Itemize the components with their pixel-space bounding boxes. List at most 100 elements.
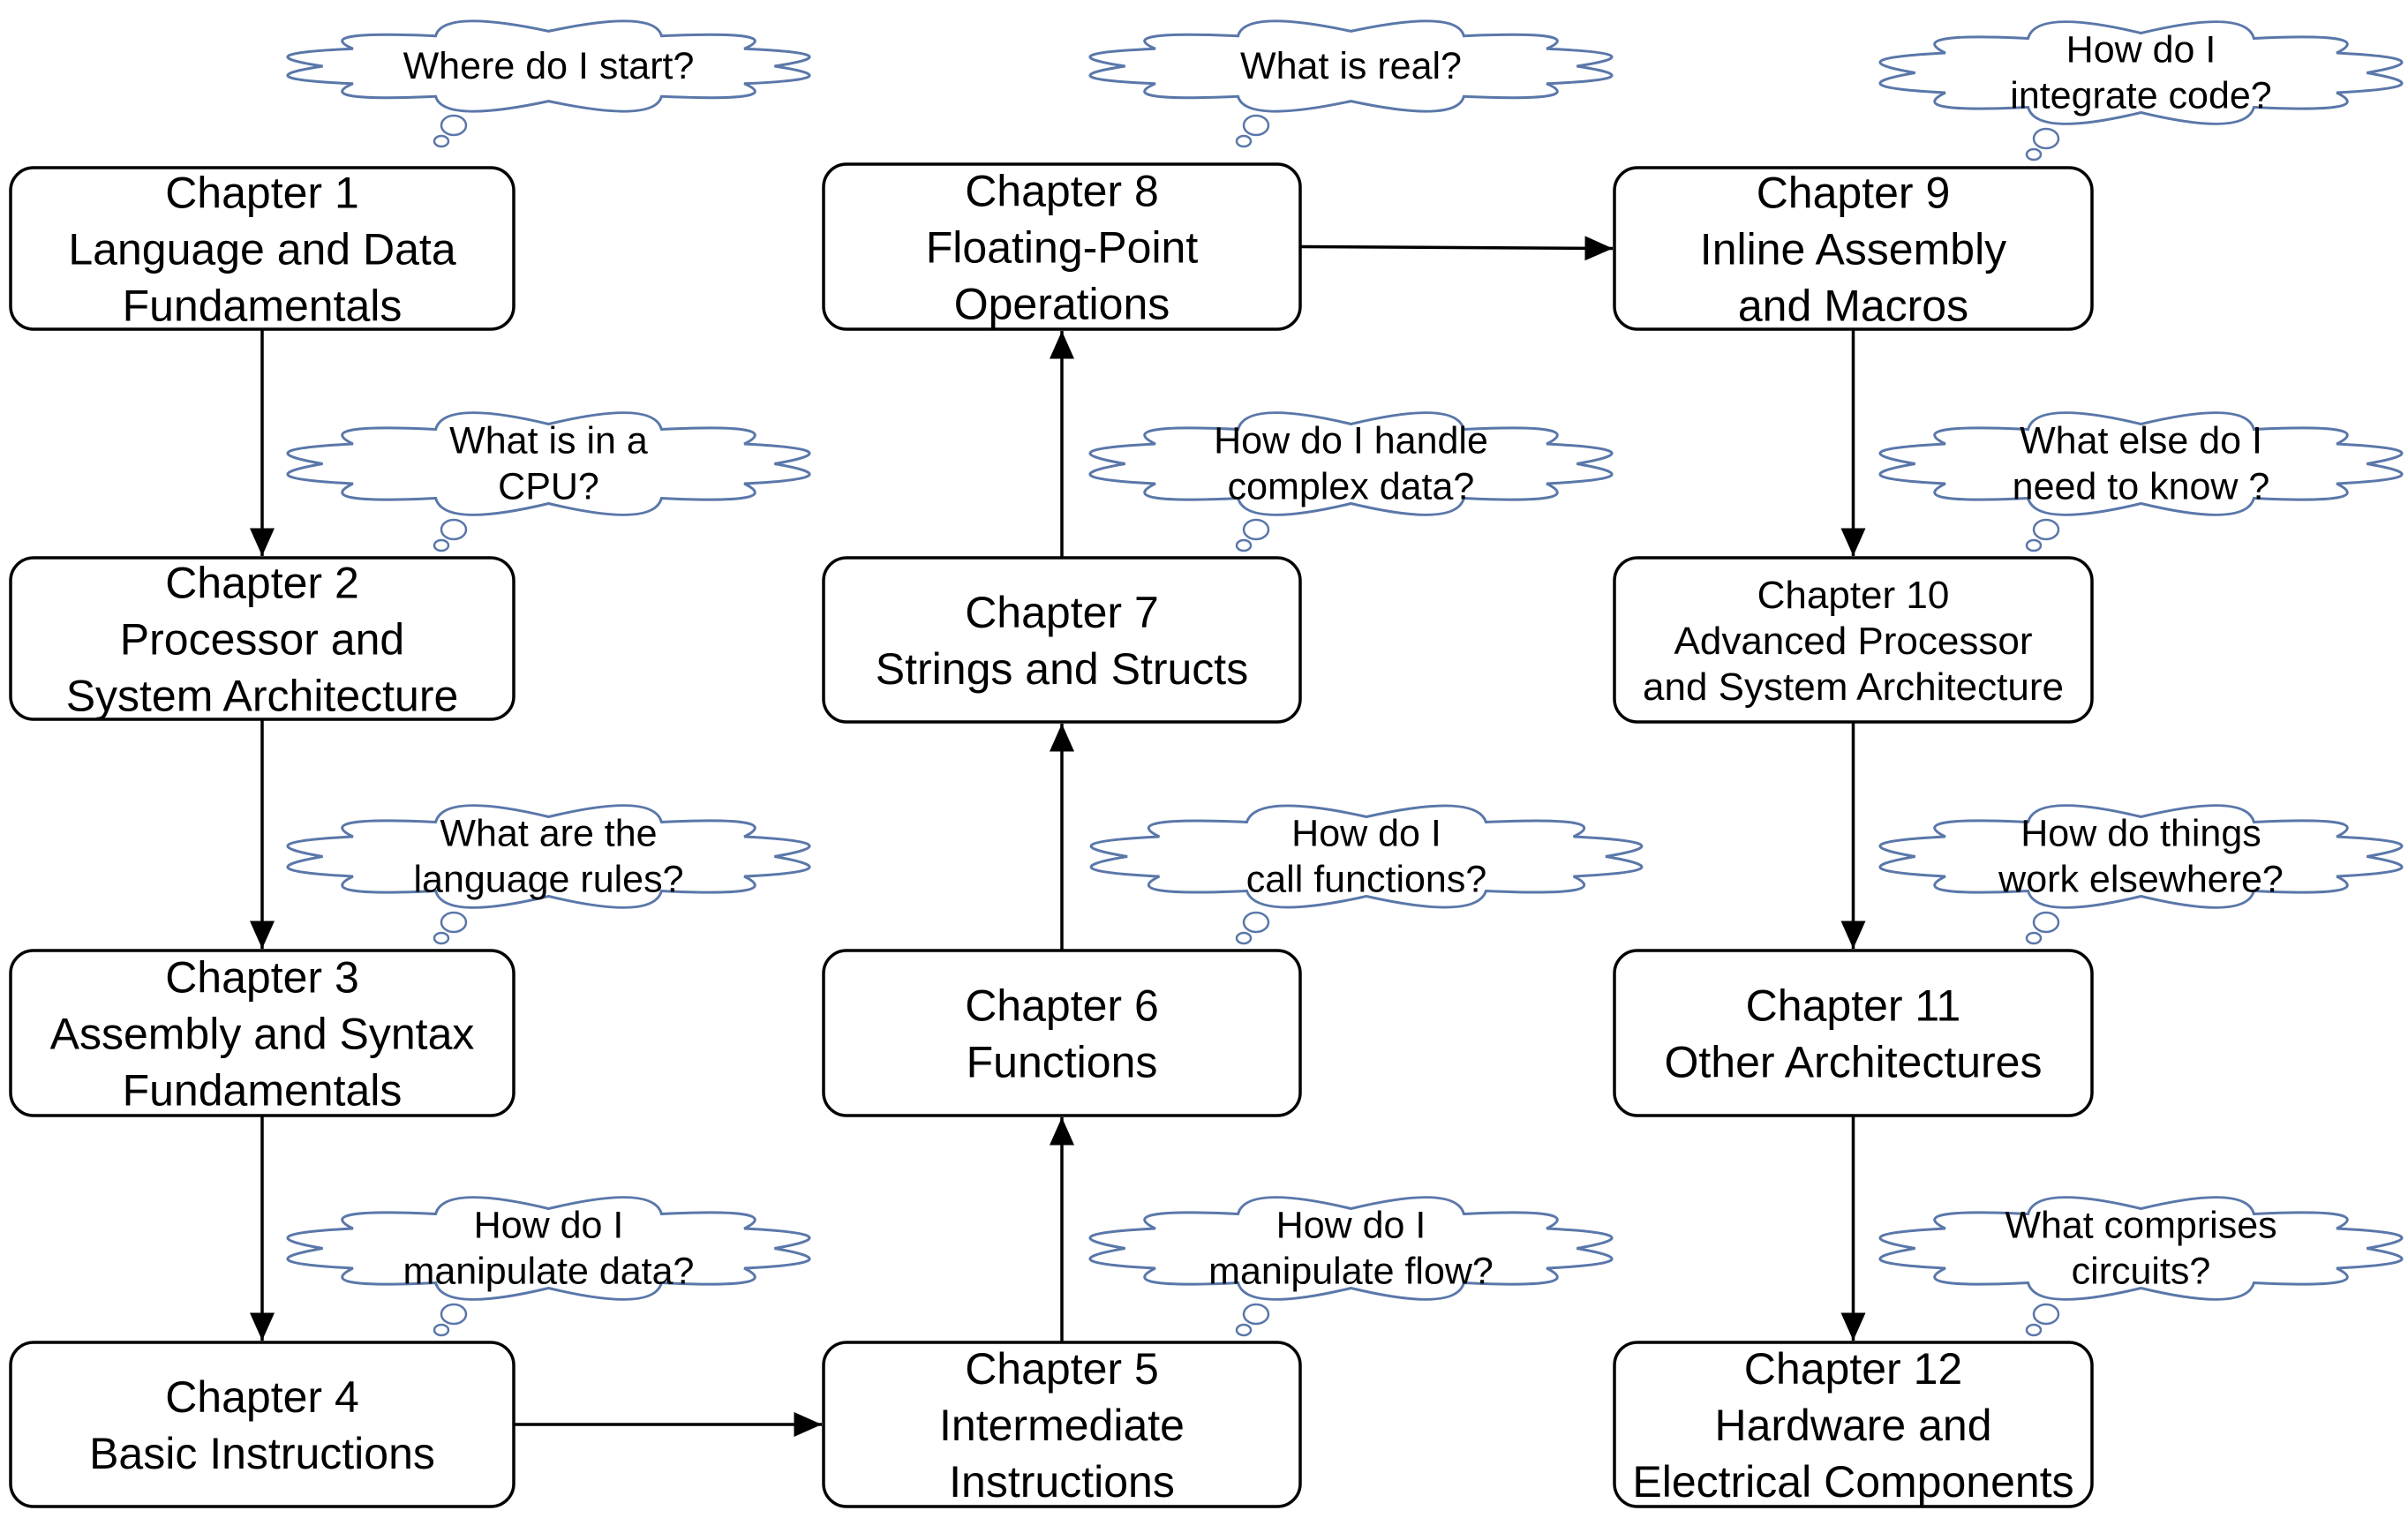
chapter-box-ch4: Chapter 4 Basic Instructions <box>9 1341 515 1508</box>
chapter-title: Floating-Point <box>926 223 1199 273</box>
thought-bubble-icon <box>1242 1303 1270 1326</box>
question-text: circuits? <box>2072 1251 2211 1293</box>
question-text: How do I handle <box>1214 420 1488 462</box>
chapter-title: Assembly and Syntax <box>50 1010 475 1059</box>
chapter-title: and System Architecture <box>1643 665 2064 709</box>
thought-bubble-icon <box>440 911 468 934</box>
chapter-number: Chapter 7 <box>965 588 1159 637</box>
thought-bubble-icon <box>2025 931 2043 945</box>
chapter-number: Chapter 2 <box>165 559 359 608</box>
question-text: CPU? <box>498 466 599 508</box>
chapter-number: Chapter 5 <box>965 1344 1159 1394</box>
question-text: work elsewhere? <box>1998 859 2284 901</box>
chapter-title: Hardware and <box>1714 1401 1991 1450</box>
question-text: What else do I <box>2020 420 2262 462</box>
question-text: manipulate data? <box>403 1251 695 1293</box>
thought-bubble-icon <box>440 518 468 541</box>
thought-bubble-icon <box>1242 911 1270 934</box>
thought-bubble-icon <box>2025 538 2043 552</box>
chapter-number: Chapter 11 <box>1746 981 1961 1031</box>
thought-bubble-icon <box>433 134 450 148</box>
question-text: How do I <box>1276 1205 1426 1247</box>
question-text: complex data? <box>1228 466 1475 508</box>
question-text: language rules? <box>413 859 683 901</box>
chapter-title: Operations <box>954 280 1170 329</box>
thought-bubble-icon <box>433 931 450 945</box>
chapter-title: Other Architectures <box>1665 1038 2043 1087</box>
chapter-box-ch9: Chapter 9 Inline Assembly and Macros <box>1613 166 2094 331</box>
chapter-title: Fundamentals <box>123 1066 403 1116</box>
question-text: How do I <box>2066 29 2216 71</box>
thought-bubble-icon <box>1242 518 1270 541</box>
chapter-title: System Architecture <box>66 672 459 721</box>
chapter-title: Electrical Components <box>1632 1457 2073 1507</box>
thought-bubble-icon <box>433 538 450 552</box>
thought-bubble-icon <box>1235 931 1253 945</box>
thought-bubble-icon <box>1235 134 1253 148</box>
chapter-number: Chapter 10 <box>1757 574 1950 617</box>
chapter-number: Chapter 3 <box>165 953 359 1003</box>
thought-bubble-icon <box>440 114 468 137</box>
question-text: manipulate flow? <box>1208 1251 1494 1293</box>
thought-bubble-icon <box>2032 1303 2060 1326</box>
chapter-title: Basic Instructions <box>89 1429 435 1478</box>
question-text: need to know ? <box>2013 466 2270 508</box>
question-text: How do I <box>474 1205 624 1247</box>
question-text: integrate code? <box>2010 75 2271 117</box>
chapter-number: Chapter 4 <box>165 1372 359 1422</box>
chapter-number: Chapter 9 <box>1757 169 1951 218</box>
thought-bubble-icon <box>2032 911 2060 934</box>
thought-bubble-icon <box>433 1323 450 1337</box>
chapter-box-ch6: Chapter 6 Functions <box>822 949 1302 1117</box>
chapter-box-ch11: Chapter 11 Other Architectures <box>1613 949 2094 1117</box>
chapter-title: Functions <box>967 1038 1158 1087</box>
thought-bubble-icon <box>2032 127 2060 150</box>
chapter-title: Language and Data <box>68 225 455 274</box>
chapter-number: Chapter 12 <box>1744 1344 1962 1394</box>
question-text: What is real? <box>1240 45 1462 87</box>
thought-bubble-icon <box>1235 538 1253 552</box>
thought-bubble-icon <box>1235 1323 1253 1337</box>
question-text: How do I <box>1291 813 1441 855</box>
thought-bubble-icon <box>1242 114 1270 137</box>
chapter-title: and Macros <box>1738 282 1968 331</box>
chapter-title: Inline Assembly <box>1700 225 2006 274</box>
chapter-title: Instructions <box>949 1457 1175 1507</box>
thought-bubble-icon <box>2032 518 2060 541</box>
chapter-title: Processor and <box>120 615 404 665</box>
chapter-title: Strings and Structs <box>876 644 1248 694</box>
question-text: What are the <box>440 813 657 855</box>
question-text: How do things <box>2020 813 2261 855</box>
question-text: What is in a <box>449 420 648 462</box>
question-text: What comprises <box>2005 1205 2276 1247</box>
question-cloud-q1: Where do I start? <box>286 19 811 148</box>
chapter-title: Advanced Processor <box>1674 620 2033 663</box>
question-text: Where do I start? <box>403 45 695 87</box>
chapter-title: Fundamentals <box>123 282 403 331</box>
chapter-title: Intermediate <box>939 1401 1185 1450</box>
thought-bubble-icon <box>440 1303 468 1326</box>
chapter-box-ch7: Chapter 7 Strings and Structs <box>822 556 1302 724</box>
chapter-number: Chapter 1 <box>165 169 359 218</box>
arrow-ch8-to-ch9 <box>1299 236 1614 261</box>
chapter-number: Chapter 6 <box>965 981 1159 1031</box>
question-text: call functions? <box>1246 859 1487 901</box>
